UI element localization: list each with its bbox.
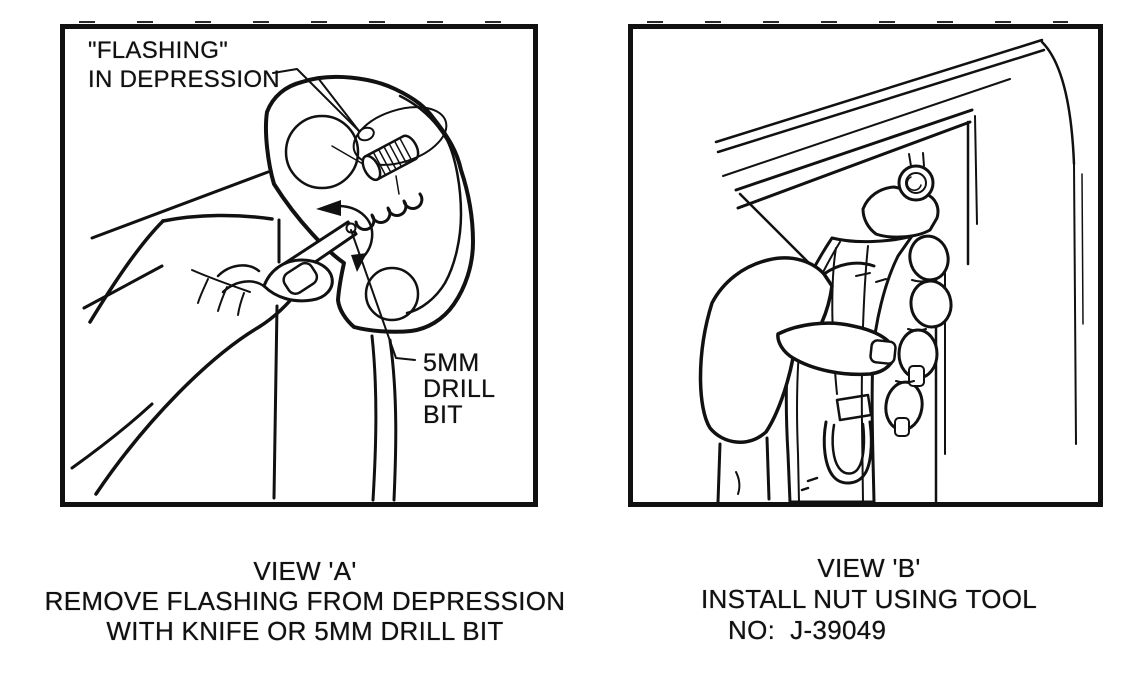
rotation-arrowhead-down — [351, 253, 367, 272]
thumbnail — [869, 339, 897, 365]
finger-tip — [908, 234, 950, 282]
frame-wedge-line — [738, 192, 812, 266]
view-a-caption-line3: WITH KNIFE OR 5MM DRILL BIT — [106, 616, 504, 646]
frame-vertical-line — [1081, 173, 1084, 325]
flashing-leader-line — [317, 77, 360, 132]
tool-window — [835, 393, 873, 422]
hand-outline — [161, 213, 274, 223]
view-a-panel: "FLASHING" IN DEPRESSION 5MM DRILL BIT — [60, 21, 538, 507]
door-edge-line — [90, 170, 270, 240]
handle-rod-line — [388, 338, 398, 502]
keyhole-upper-opening — [284, 114, 360, 190]
bezel-outline — [263, 74, 475, 334]
nut-inner — [905, 172, 927, 194]
view-b-title: VIEW 'B' — [817, 553, 921, 583]
door-frame-line — [714, 38, 1044, 144]
flashing-leader-line — [272, 68, 360, 132]
view-b-panel — [628, 21, 1103, 507]
bezel-inner-contour — [398, 94, 463, 315]
view-a-caption: VIEW 'A' REMOVE FLASHING FROM DEPRESSION… — [28, 556, 582, 646]
frame-corner-line — [1040, 40, 1076, 166]
fingernail — [908, 365, 925, 387]
stud-axis-line — [331, 145, 364, 165]
window-frame-line — [734, 108, 974, 192]
tool-inner-line — [831, 247, 838, 395]
knuckle-crease-lines — [895, 279, 931, 384]
tool-slot-inner — [831, 422, 866, 475]
wrist-crease — [735, 471, 741, 495]
tool-slot-outer — [822, 420, 873, 485]
frame-vertical-line — [1073, 163, 1077, 445]
view-b-tool-number: NO: J-39049 — [728, 615, 887, 645]
view-a-title: VIEW 'A' — [253, 556, 357, 586]
thumb-outline — [776, 321, 896, 377]
wrist-lines — [716, 436, 771, 504]
frame-vertical-line — [974, 115, 978, 225]
index-finger-line — [822, 261, 876, 276]
door-edge-line — [82, 264, 164, 310]
hand-crease-line — [237, 292, 245, 316]
drill-label-line2: DRILL — [423, 375, 496, 403]
door-frame-line — [722, 78, 1011, 177]
hand-crease-line — [217, 286, 228, 312]
view-b-illustration — [698, 38, 1084, 504]
rotation-arrowhead-left — [316, 200, 341, 216]
threaded-stud — [361, 134, 420, 182]
flashing-label-line2: IN DEPRESSION — [88, 66, 280, 93]
view-b-caption: VIEW 'B' INSTALL NUT USING TOOL NO: J-39… — [643, 553, 1095, 646]
fingernail — [894, 417, 910, 437]
nut-detail — [906, 176, 922, 191]
view-b-caption-line2: INSTALL NUT USING TOOL — [700, 584, 1038, 614]
flashing-in-depression-label: "FLASHING" IN DEPRESSION — [88, 36, 280, 94]
view-a-caption-line2: REMOVE FLASHING FROM DEPRESSION — [44, 586, 566, 616]
stud-stub-lines — [908, 152, 925, 167]
flashing-coil — [354, 192, 424, 231]
hand-crease-line — [191, 269, 251, 293]
flashing-spot — [357, 126, 375, 142]
hand-outline — [88, 219, 165, 324]
drill-bit-label: 5MM DRILL BIT — [423, 350, 495, 428]
finger-tip — [909, 279, 953, 329]
keyhole-lower-opening — [364, 266, 420, 322]
thumbnail — [282, 261, 319, 295]
handle-rod-line — [370, 334, 378, 502]
stud-axis-line — [395, 175, 400, 195]
depression-oval — [352, 106, 448, 166]
forearm-outline — [94, 289, 300, 496]
forearm-outline — [70, 402, 154, 470]
tool-detail-dashes — [855, 272, 887, 283]
door-frame-line — [716, 48, 1046, 154]
flashing-label-line1: "FLASHING" — [88, 37, 229, 64]
drill-label-line3: BIT — [423, 401, 463, 429]
handle-shaft-line — [272, 304, 279, 500]
hand-crease-line — [197, 278, 209, 304]
view-a-illustration — [70, 68, 475, 502]
curled-finger-line — [216, 264, 261, 278]
window-frame-line — [736, 120, 972, 210]
drill-label-line1: 5MM — [423, 349, 480, 377]
tool-bottom-dashes — [800, 476, 819, 492]
drill-bit-leader-line — [350, 229, 416, 361]
